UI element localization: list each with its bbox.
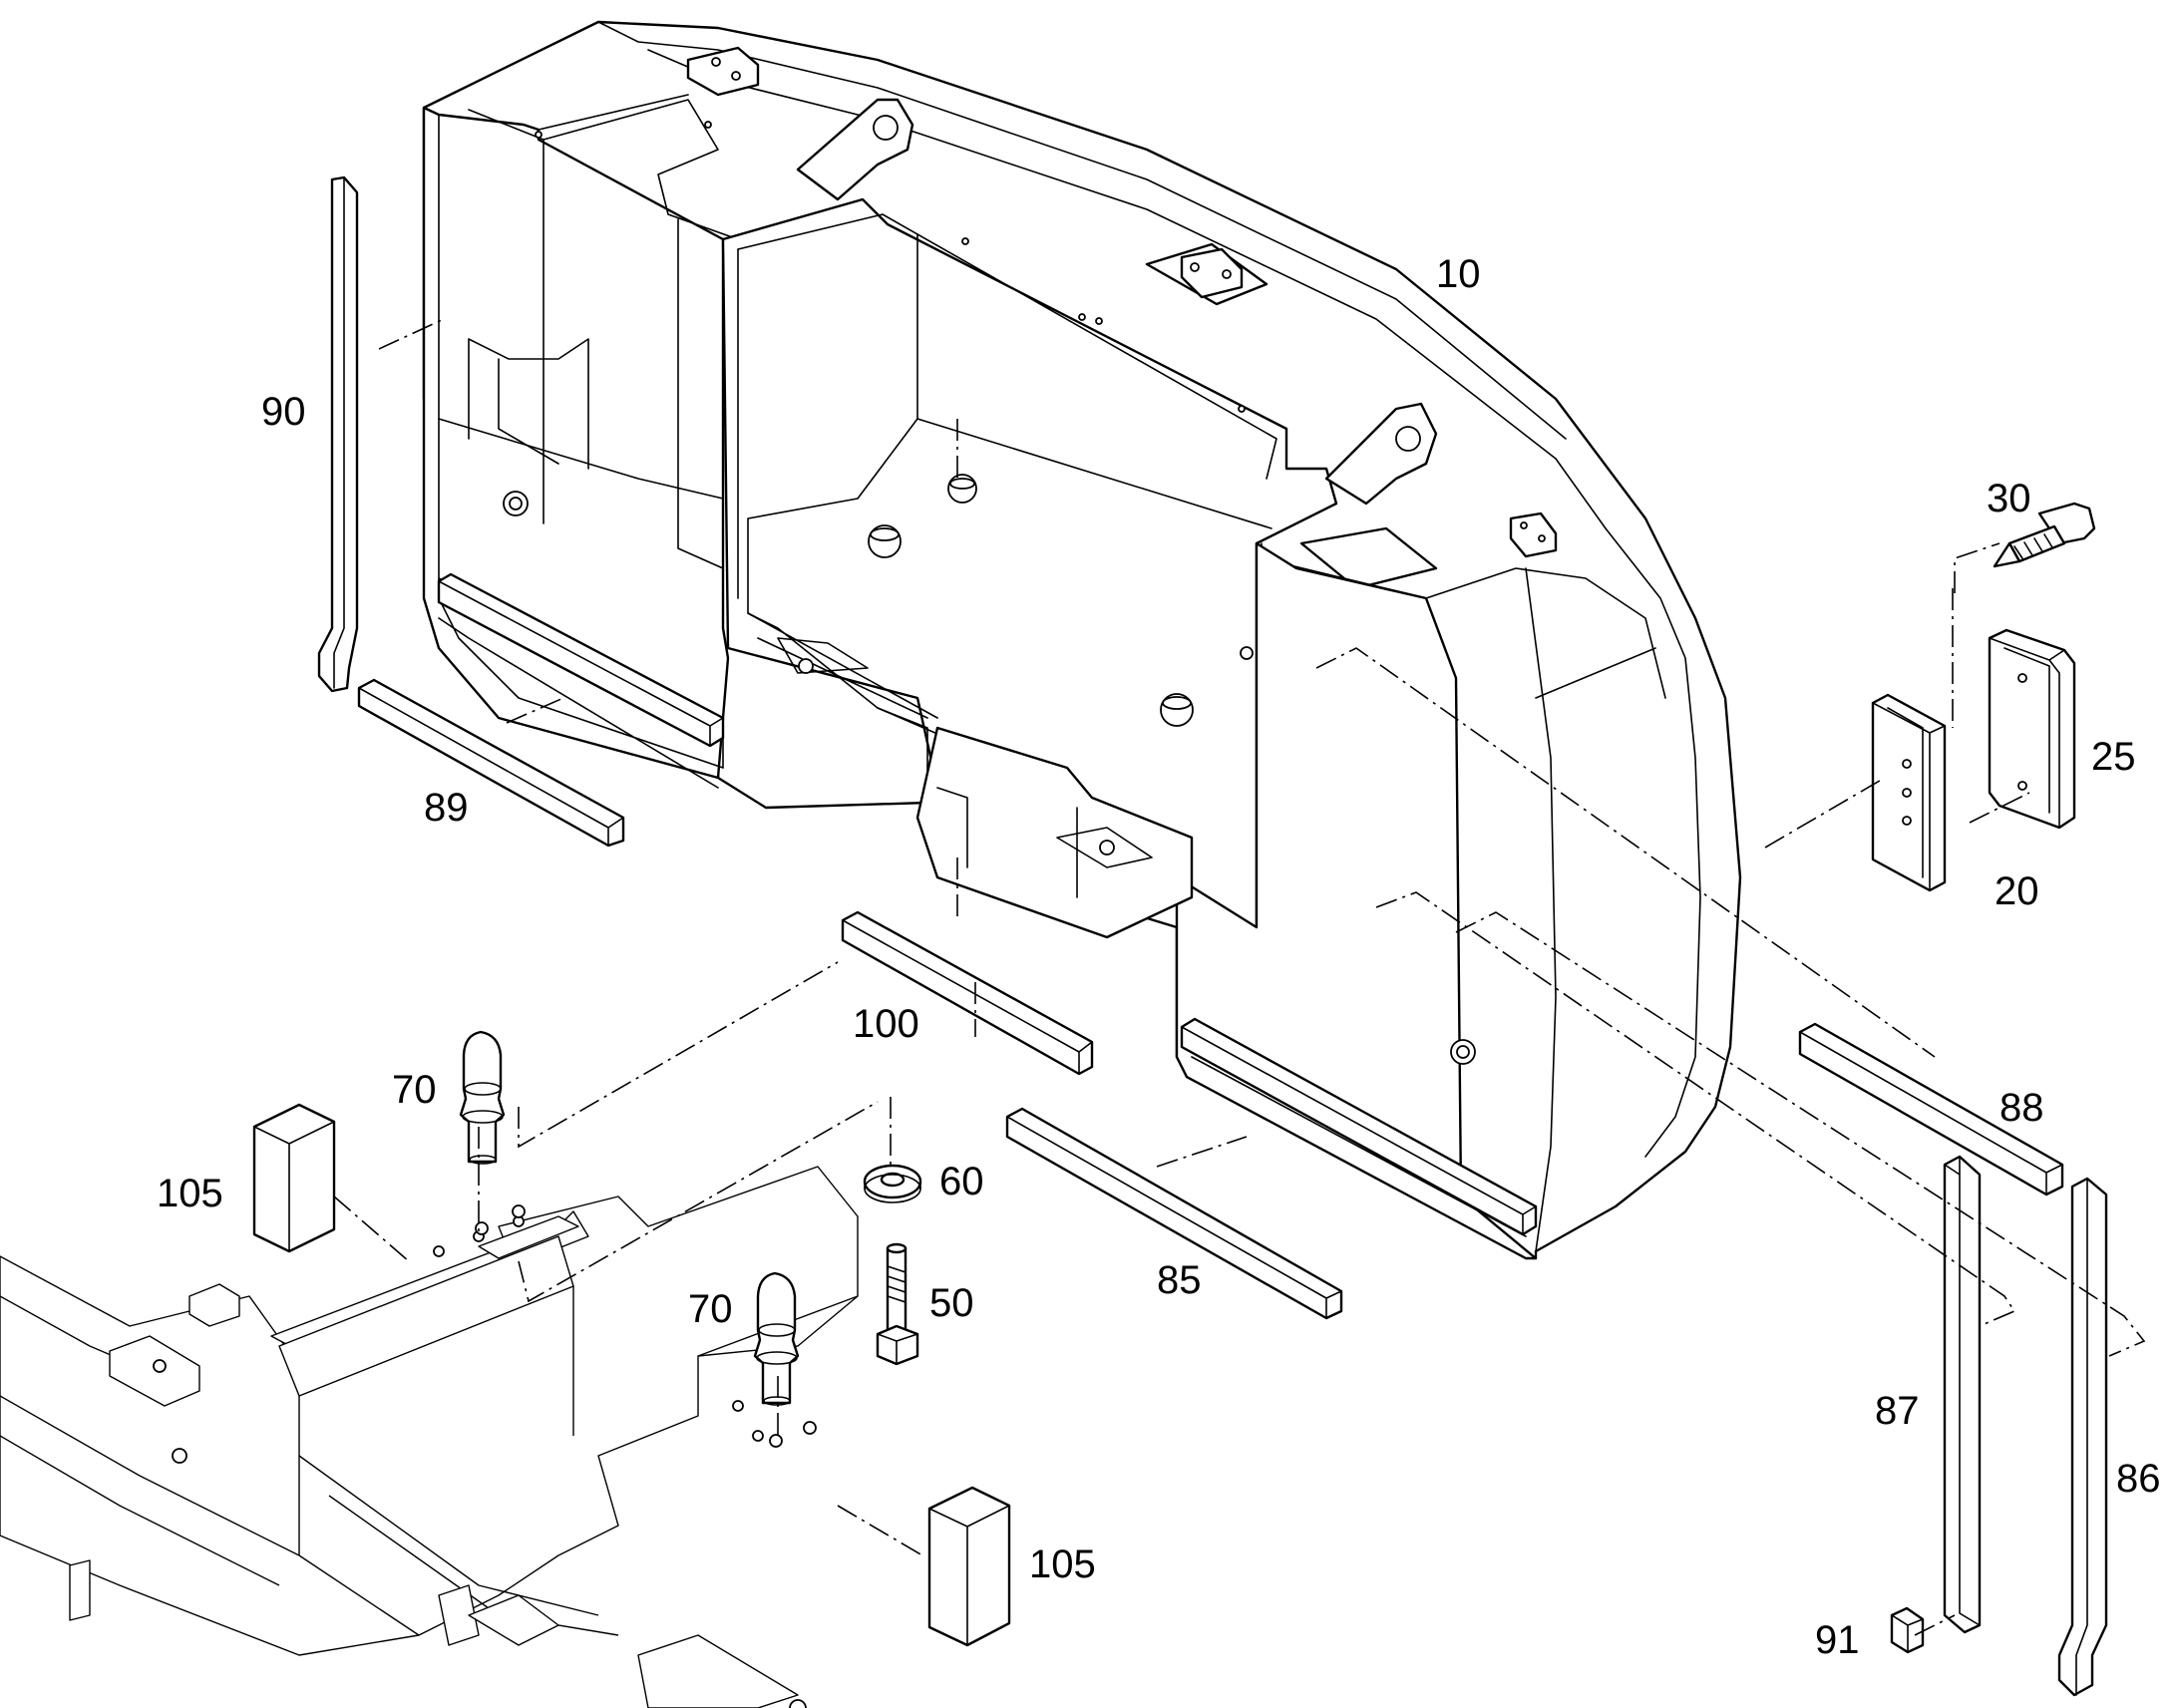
part-60-washer	[863, 1164, 922, 1203]
callout-25: 25	[2091, 735, 2136, 779]
callout-91: 91	[1815, 1618, 1860, 1662]
part-105-block-a	[252, 1103, 336, 1253]
part-87-strip	[1943, 1155, 1982, 1634]
part-70-bushing-b	[753, 1271, 800, 1406]
callout-60: 60	[939, 1160, 984, 1203]
callout-70-upper: 70	[392, 1068, 437, 1112]
part-89-bar	[357, 678, 625, 848]
part-25-pad	[1988, 628, 2076, 830]
callout-105-upper: 105	[157, 1172, 223, 1215]
callout-85: 85	[1157, 1258, 1202, 1302]
part-50-bolt	[876, 1242, 919, 1366]
callout-70-lower: 70	[688, 1287, 733, 1331]
callout-88: 88	[1999, 1086, 2044, 1130]
part-20-bracket	[1871, 693, 1947, 892]
callout-89: 89	[424, 786, 469, 830]
counterweight-body	[422, 20, 1742, 1260]
frame-mount-holes	[433, 1204, 817, 1448]
callout-20: 20	[1995, 869, 2039, 913]
part-88-bar	[1798, 1022, 2064, 1196]
body-sill-left	[437, 572, 725, 748]
callout-10: 10	[1436, 252, 1481, 296]
callout-100: 100	[853, 1002, 919, 1046]
part-100-bar	[841, 910, 1094, 1076]
part-85-bar	[1005, 1107, 1343, 1320]
body-sill-right	[1180, 1017, 1538, 1236]
callout-87: 87	[1875, 1389, 1920, 1433]
callout-86: 86	[2116, 1457, 2161, 1501]
part-91-cap	[1890, 1606, 1925, 1654]
part-86-strip	[2057, 1177, 2108, 1697]
callout-105-lower: 105	[1029, 1542, 1096, 1586]
part-90-tall-strip	[317, 175, 359, 693]
part-70-bushing-a	[459, 1030, 506, 1165]
assembly-leaders	[333, 318, 2146, 1636]
callout-50: 50	[929, 1281, 974, 1325]
callout-labels: 10 20 25 30 50 60 70 70 85 86 87 88 89 9…	[157, 252, 2161, 1662]
part-30-screw	[1993, 502, 2096, 568]
callout-30: 30	[1987, 477, 2031, 520]
chassis-frame	[0, 1166, 859, 1708]
callout-90: 90	[261, 390, 306, 434]
part-105-block-b	[927, 1486, 1011, 1647]
